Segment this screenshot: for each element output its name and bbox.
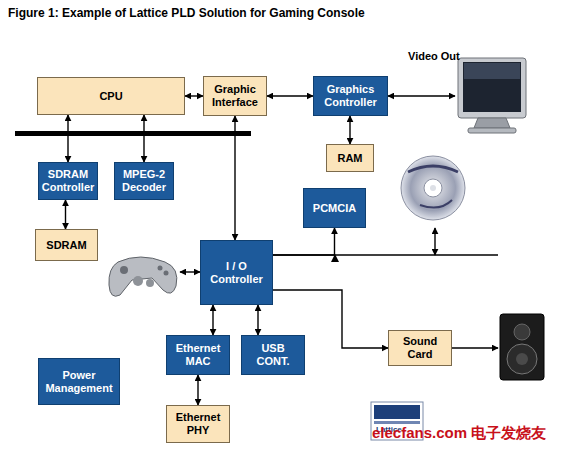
dvd-illustration xyxy=(401,156,465,220)
io-bus-line xyxy=(273,254,498,256)
connector-arrow xyxy=(65,200,66,229)
gamepad-link xyxy=(180,271,200,272)
box-label: PCMCIA xyxy=(313,202,356,215)
pld-block: I / O Controller xyxy=(200,240,273,305)
connector-arrow xyxy=(212,305,213,335)
box-label: Sound Card xyxy=(395,335,445,361)
video-out-link xyxy=(388,95,455,96)
monitor-illustration xyxy=(458,58,526,133)
pld-block: Power Management xyxy=(38,358,120,405)
figure-title: Figure 1: Example of Lattice PLD Solutio… xyxy=(8,6,365,20)
speaker-illustration xyxy=(500,314,544,380)
connector-arrow xyxy=(143,115,144,162)
box-label: SDRAM Controller xyxy=(42,168,95,194)
speaker-link xyxy=(452,347,498,348)
component-box: Ethernet PHY xyxy=(166,405,230,443)
component-box: RAM xyxy=(326,144,374,172)
box-label: MPEG-2 Decoder xyxy=(121,168,167,194)
connector-arrow xyxy=(257,305,258,335)
gamepad-illustration xyxy=(109,257,177,296)
box-label: Power Management xyxy=(45,369,113,395)
connector-arrow xyxy=(197,375,198,405)
pld-block: SDRAM Controller xyxy=(38,162,98,200)
box-label: Ethernet MAC xyxy=(173,342,223,368)
component-box: SDRAM xyxy=(35,229,98,261)
pld-block: USB CONT. xyxy=(241,335,305,375)
dvd-link xyxy=(434,228,435,255)
pld-block: Ethernet MAC xyxy=(166,335,230,375)
signal-label: Video Out xyxy=(408,50,460,62)
component-box: Graphic Interface xyxy=(203,76,267,116)
box-label: CPU xyxy=(99,90,122,103)
connector-arrow xyxy=(273,228,335,255)
box-label: Graphic Interface xyxy=(210,83,260,109)
box-label: I / O Controller xyxy=(207,260,266,286)
pld-block: Graphics Controller xyxy=(313,76,388,116)
pld-block: MPEG-2 Decoder xyxy=(114,162,174,200)
connector-arrow xyxy=(67,115,68,162)
pld-block: PCMCIA xyxy=(303,188,366,228)
box-label: SDRAM xyxy=(46,239,86,252)
connector-arrow xyxy=(234,116,235,240)
box-label: USB CONT. xyxy=(248,342,298,368)
box-label: Ethernet PHY xyxy=(173,411,223,437)
box-label: Graphics Controller xyxy=(320,83,381,109)
watermark: elecfans.com 电子发烧友 xyxy=(372,424,546,443)
connector-arrow xyxy=(267,95,313,96)
connector-arrow xyxy=(185,95,203,96)
arrow-head xyxy=(331,254,339,262)
component-box: CPU xyxy=(37,77,185,115)
connector-arrow xyxy=(349,116,350,144)
box-label: RAM xyxy=(337,152,362,165)
system-bus xyxy=(15,131,251,136)
component-box: Sound Card xyxy=(388,330,452,366)
